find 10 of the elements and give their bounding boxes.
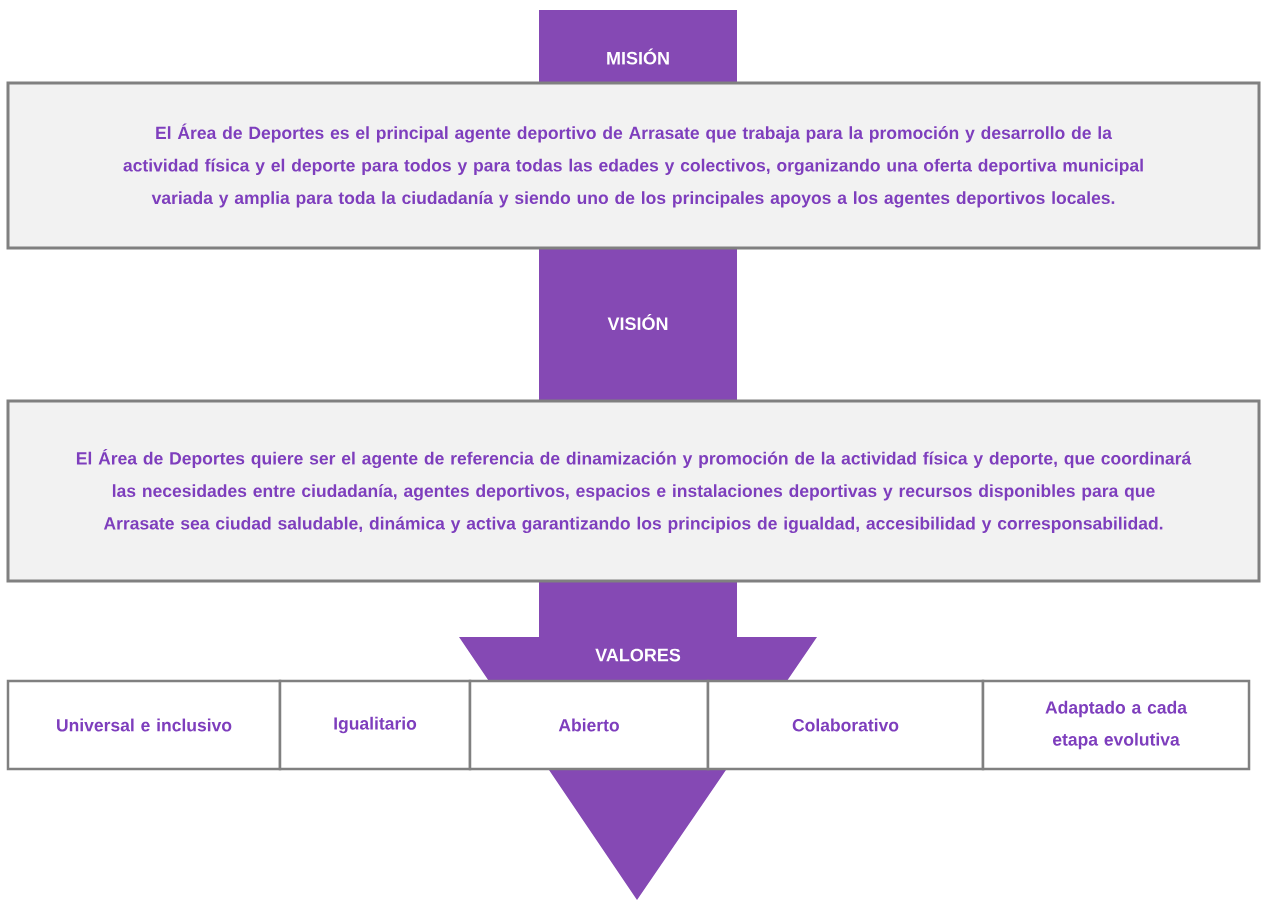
band-heading: MISIÓN <box>607 48 669 65</box>
band-heading: VALORES <box>595 648 681 662</box>
statement-box: El Área de Deportes es el principal agente deportivo de Arrasate que trabaja para la promoción y desarrollo de la actividad física y el deporte para todos y para todas las edades y colectivos, organizando una oferta deportiva municipal variada y amplia para toda la ciudadanía y siendo uno de los principales apoyos a los agentes deportivos locales. <box>6 81 1261 250</box>
band-heading: VISIÓN <box>607 313 668 331</box>
table-cell: Abierto <box>468 679 710 771</box>
table-cell: Igualitario <box>278 679 472 771</box>
table-cell: Adaptado a cada etapa evolutiva <box>981 679 1251 771</box>
table-cell: Colaborativo <box>706 679 985 771</box>
table-cell: Universal e inclusivo <box>6 679 282 771</box>
statement-box: El Área de Deportes quiere ser el agente de referencia de dinamización y promoción de la actividad física y deporte, que coordinará las necesidades entre ciudadanía, agentes deportivos, espacios e instalaciones deportivas y recursos disponibles para que Arrasate sea ciudad saludable, dinámica y activa garantizando los principios de igualdad, accesibilidad y corresponsabilidad. <box>6 399 1261 583</box>
